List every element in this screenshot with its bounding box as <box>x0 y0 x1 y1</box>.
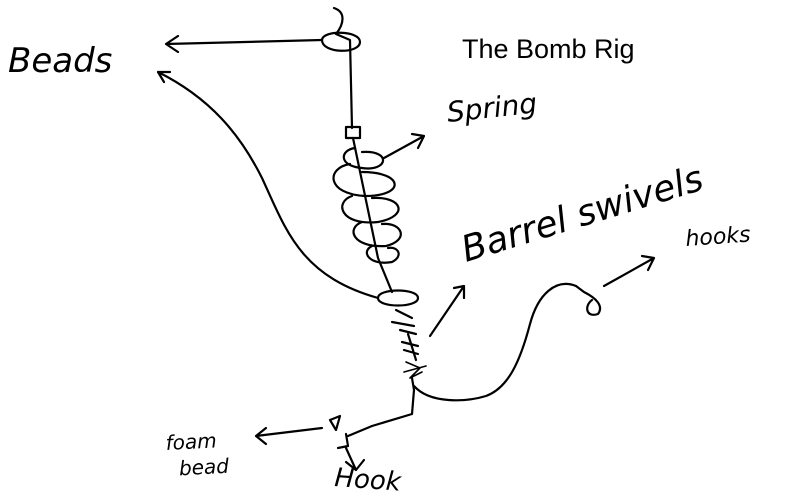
hooklink-right <box>412 283 578 402</box>
barrel-swivel-upper <box>390 308 418 336</box>
label-spring: Spring <box>445 87 538 129</box>
label-foam-bead: foam bead <box>165 428 230 481</box>
top-bead <box>320 31 362 52</box>
label-beads: Beads <box>8 41 112 81</box>
barrel-swivel-lower <box>400 332 420 362</box>
main-line-top <box>332 6 354 130</box>
label-hooks: hooks <box>685 223 752 252</box>
spring-coils <box>332 146 402 264</box>
label-hook-bottom: Hook <box>334 463 403 498</box>
arrow-to-hooks <box>602 254 656 288</box>
arrow-to-beads <box>164 34 324 54</box>
arrow-to-foam-bead <box>254 426 324 446</box>
arrow-to-barrel-swivels <box>428 284 466 338</box>
lower-bead <box>376 289 420 307</box>
diagram-title: The Bomb Rig <box>462 34 635 64</box>
label-foam-bead-line-1: foam <box>165 428 217 455</box>
spring-shaft <box>351 136 394 294</box>
swivel-knot <box>403 361 427 379</box>
arrow-to-spring <box>382 132 426 160</box>
label-barrel-swivels: Barrel swivels <box>457 158 708 270</box>
foam-bead <box>328 414 342 432</box>
hook-leader-line <box>346 376 416 438</box>
label-foam-bead-line-2: bead <box>178 454 229 481</box>
spring-top-cap <box>344 125 362 140</box>
arrow-to-hook <box>344 446 366 472</box>
arrow-lower-bead-to-beads <box>156 70 380 300</box>
bottom-hook <box>336 432 350 450</box>
right-hook <box>574 284 602 316</box>
